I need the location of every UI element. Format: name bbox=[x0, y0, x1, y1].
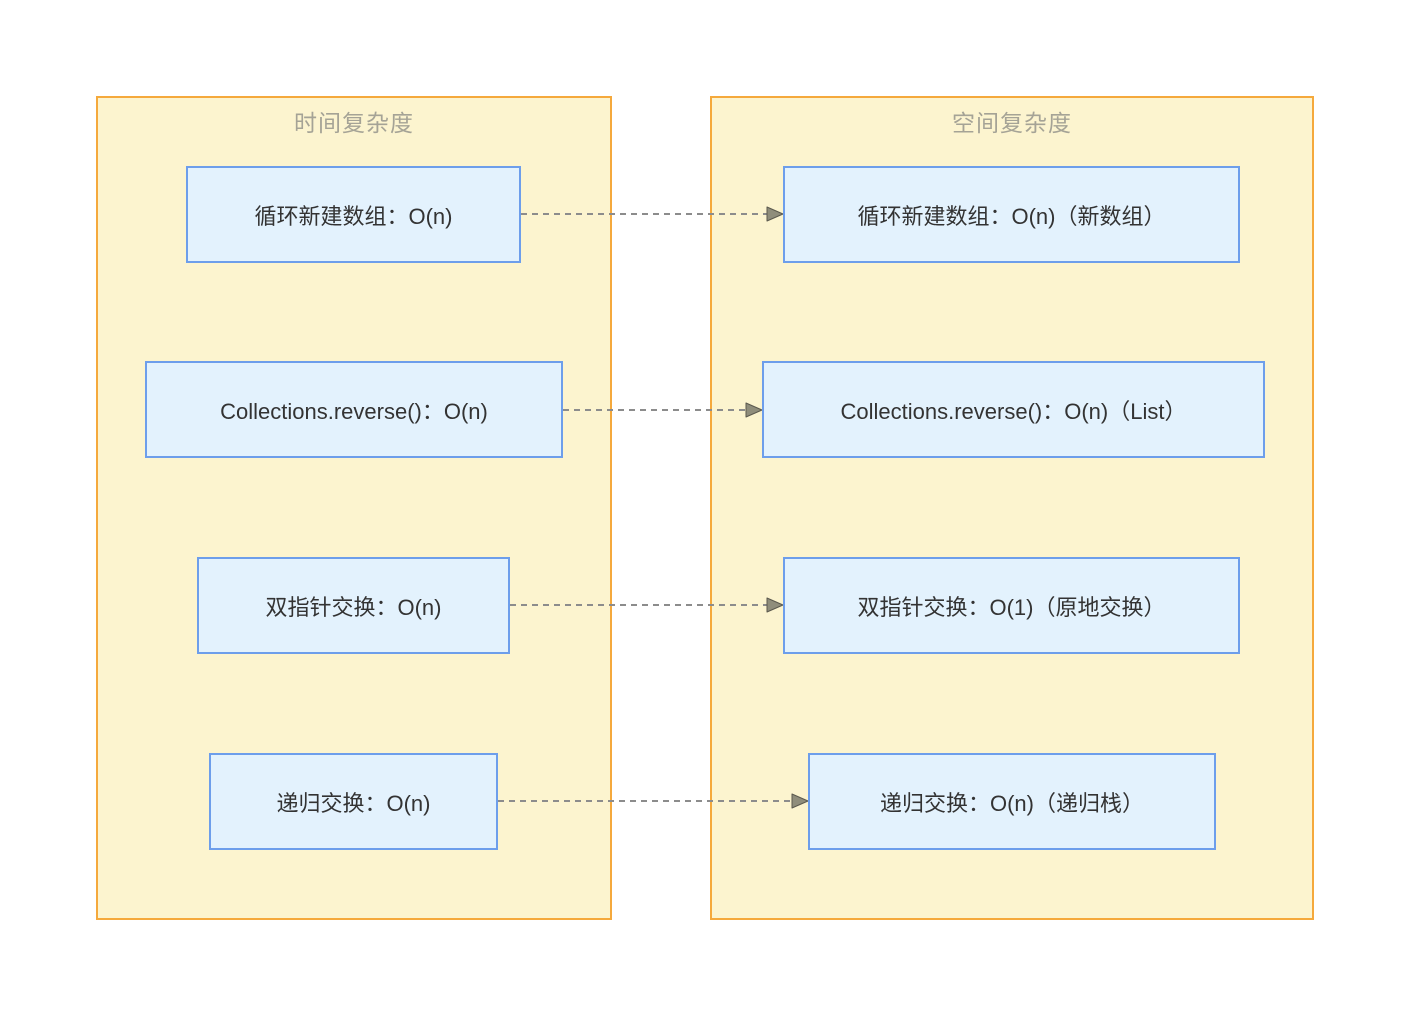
node-space-collections-reverse: Collections.reverse()：O(n)（List） bbox=[762, 361, 1265, 458]
node-label: Collections.reverse()：O(n)（List） bbox=[840, 398, 1187, 424]
node-time-loop-new-array: 循环新建数组：O(n) bbox=[186, 166, 521, 263]
node-label: 循环新建数组：O(n) bbox=[254, 203, 453, 229]
panel-time-title: 时间复杂度 bbox=[294, 110, 414, 136]
node-space-recursive-swap: 递归交换：O(n)（递归栈） bbox=[808, 753, 1216, 850]
panel-space-title: 空间复杂度 bbox=[952, 110, 1072, 136]
node-time-collections-reverse: Collections.reverse()：O(n) bbox=[145, 361, 563, 458]
node-label: 递归交换：O(n)（递归栈） bbox=[879, 790, 1144, 816]
node-label: Collections.reverse()：O(n) bbox=[220, 398, 488, 424]
node-space-two-pointer-swap: 双指针交换：O(1)（原地交换） bbox=[783, 557, 1240, 654]
node-space-loop-new-array: 循环新建数组：O(n)（新数组） bbox=[783, 166, 1240, 263]
node-label: 双指针交换：O(n) bbox=[265, 594, 442, 620]
node-time-two-pointer-swap: 双指针交换：O(n) bbox=[197, 557, 510, 654]
node-label: 双指针交换：O(1)（原地交换） bbox=[857, 594, 1166, 620]
node-time-recursive-swap: 递归交换：O(n) bbox=[209, 753, 498, 850]
node-label: 递归交换：O(n) bbox=[276, 790, 431, 816]
node-label: 循环新建数组：O(n)（新数组） bbox=[857, 203, 1166, 229]
